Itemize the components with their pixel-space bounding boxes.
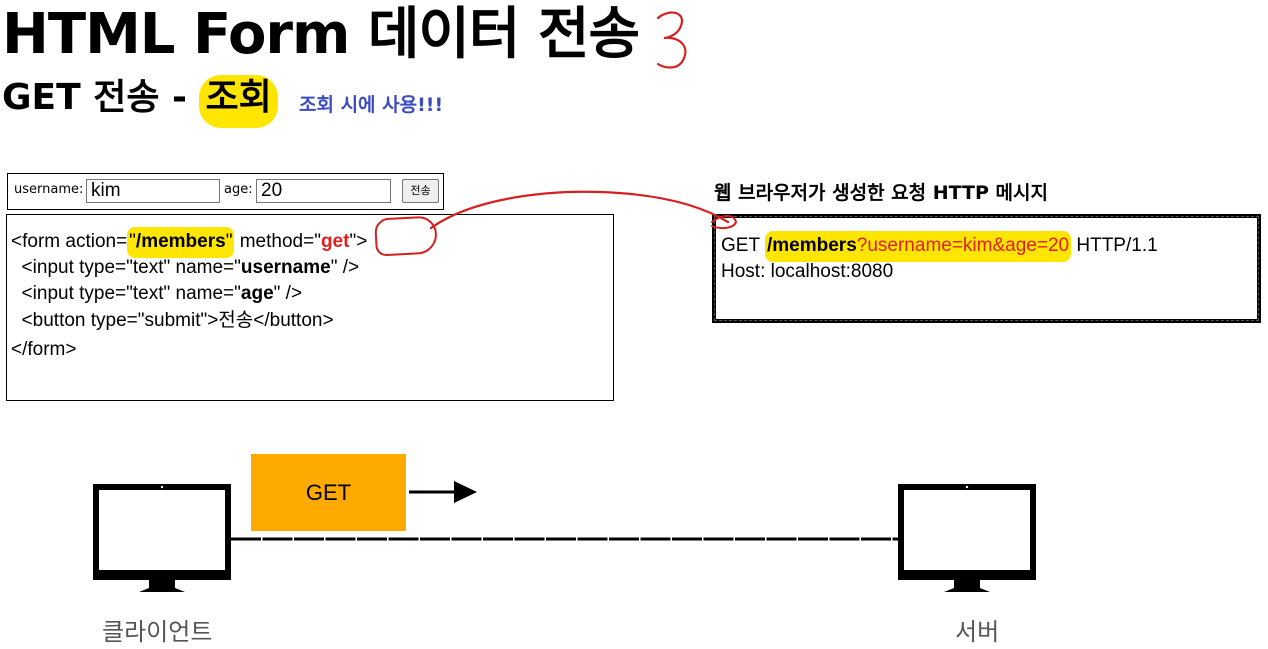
username-name-value: username [240,257,331,278]
code-text: <form action= [11,231,128,252]
server-label: 서버 [955,618,1000,646]
slide-subtitle: GET 전송 - 조회 [2,75,278,128]
http-version: HTTP/1.1 [1071,235,1158,256]
request-arrowhead [454,481,477,503]
request-target-highlight: /members?username=kim&age=20 [765,231,1072,262]
get-request-box: GET [251,454,406,531]
code-line-form-open: <form action="/members" method="get"> [11,227,368,258]
code-line-button: <button type="submit">전송</button> [11,310,334,331]
code-text: " /> [330,257,360,278]
submit-button[interactable]: 전송 [402,179,439,203]
code-text: <input type="text" name=" [11,257,241,278]
caption-text: 웹 브라우저가 생성한 요청 [714,182,933,204]
code-text: method= [234,231,315,252]
handwritten-3-mark [656,11,687,69]
action-highlight: "/members" [127,227,235,258]
code-text: <input type="text" name=" [11,283,241,304]
age-input[interactable]: 20 [256,179,391,203]
http-query-string: ?username=kim&age=20 [856,235,1070,256]
subtitle-highlight: 조회 [199,75,278,128]
caption-text: HTTP [932,182,989,204]
http-method: GET [721,235,765,256]
code-text: > [356,231,368,252]
form-code-box: <form action="/members" method="get"> <i… [6,214,614,401]
code-text: " /> [273,283,303,304]
username-input[interactable]: kim [86,179,220,203]
code-text: " [349,231,357,252]
client-monitor-icon [93,484,231,592]
slide-title: HTML Form 데이터 전송 [2,2,640,67]
code-line-form-close: </form> [11,339,77,360]
caption-text: 메시지 [988,182,1048,204]
http-message-caption: 웹 브라우저가 생성한 요청 HTTP 메시지 [714,178,1048,205]
method-value: get [320,231,350,252]
http-request-line: GET /members?username=kim&age=20 HTTP/1.… [721,231,1158,262]
username-label: username: [14,182,84,197]
code-line-username-input: <input type="text" name="username" /> [11,255,360,281]
server-monitor-icon [898,484,1036,592]
age-name-value: age [240,283,274,304]
code-text: " [314,231,321,252]
http-path: /members [767,235,857,256]
action-value: /members [135,231,226,252]
method-circle-annotation [374,215,438,257]
code-text: " [225,231,233,252]
age-label: age: [224,182,253,197]
form-preview: username: kim age: 20 전송 [7,173,444,210]
http-message-box: GET /members?username=kim&age=20 HTTP/1.… [712,214,1261,323]
usage-note: 조회 시에 사용!!! [299,94,444,116]
client-label: 클라이언트 [102,618,213,646]
code-text: " [129,231,136,252]
code-line-age-input: <input type="text" name="age" /> [11,281,303,307]
subtitle-prefix: GET 전송 - [2,77,200,118]
http-host-header: Host: localhost:8080 [721,261,894,282]
